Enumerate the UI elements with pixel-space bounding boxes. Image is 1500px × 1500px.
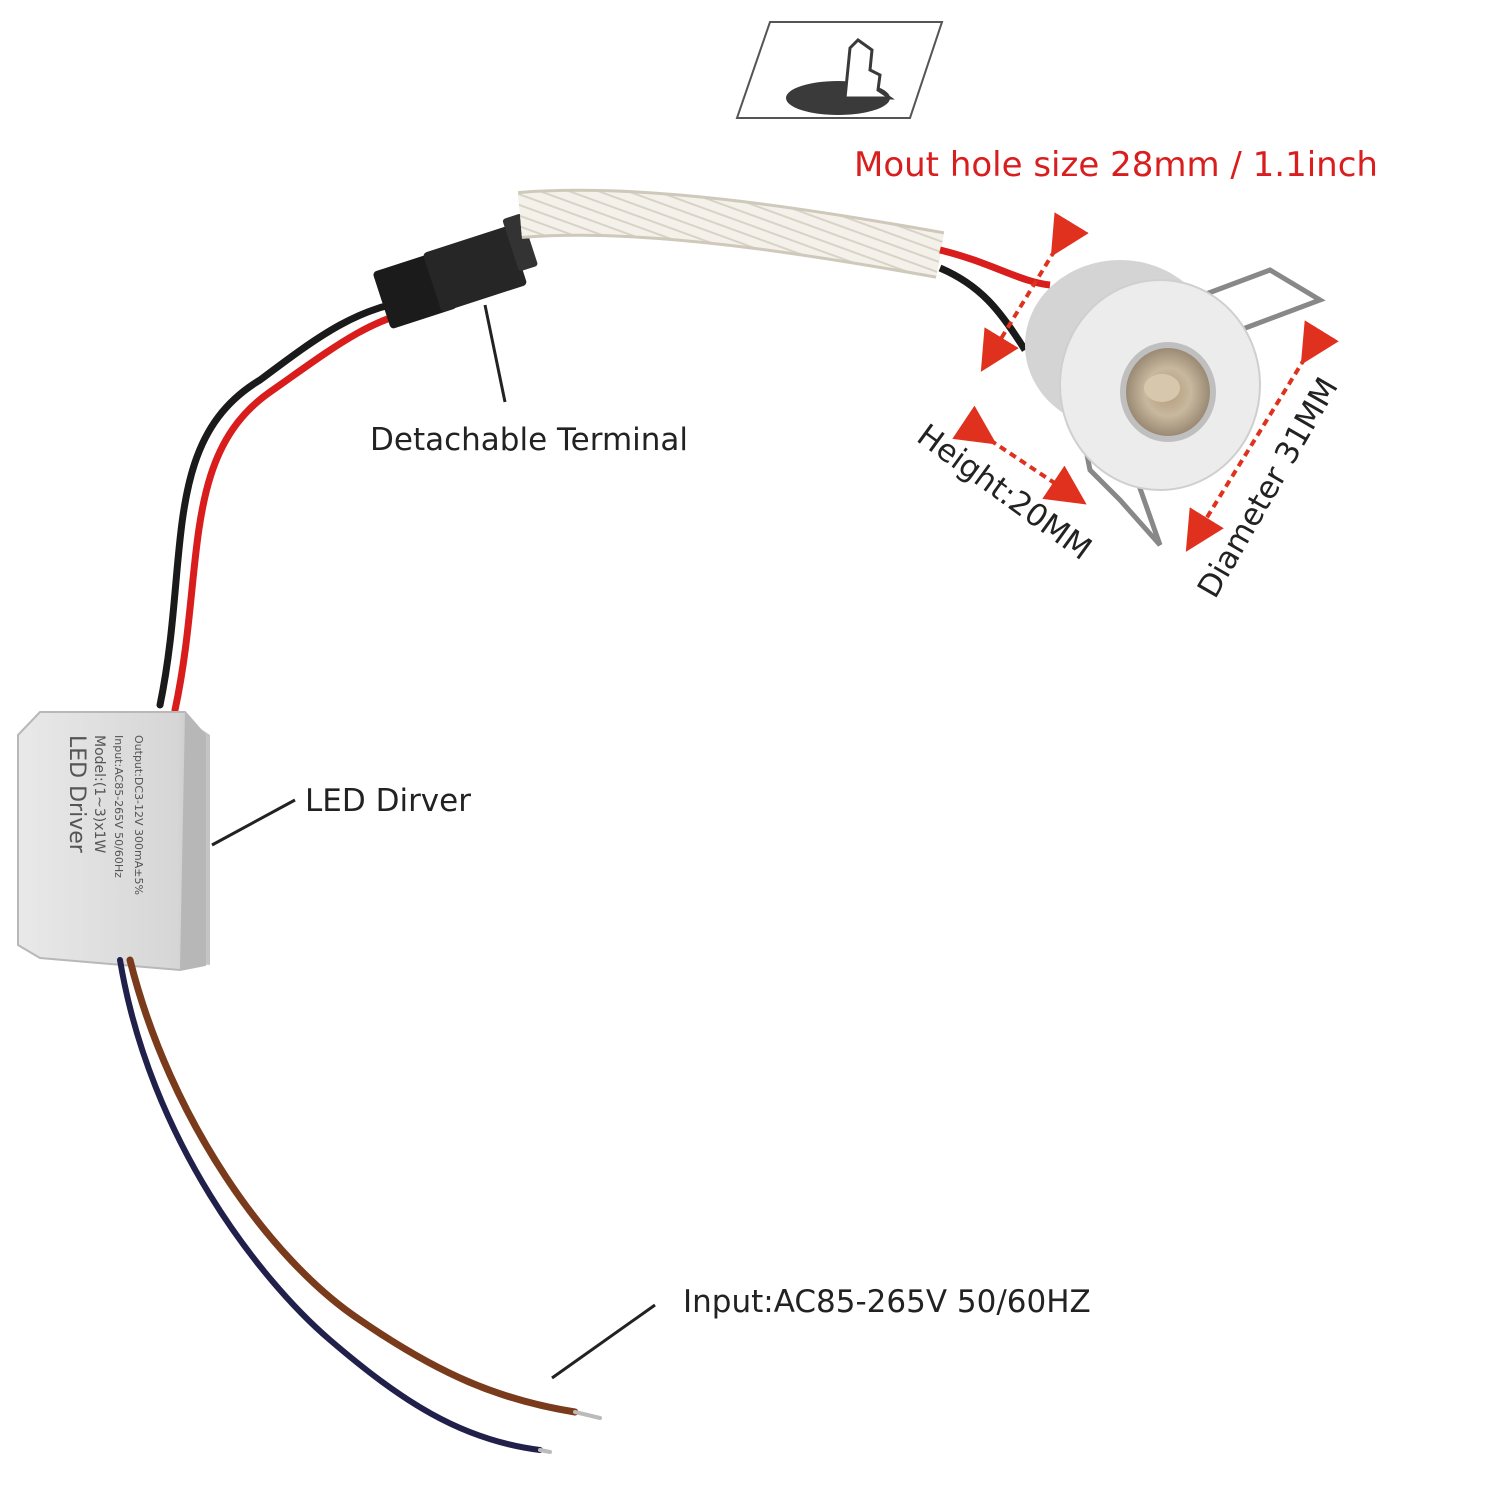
- height-label: Height:20MM: [910, 417, 1098, 567]
- hole-saw-mount-icon: [735, 21, 944, 119]
- ac-input-wires: [117, 956, 602, 1454]
- terminal-leader-line: [483, 304, 507, 403]
- detachable-terminal-connector: [373, 214, 538, 329]
- braided-cable: [518, 188, 945, 279]
- diameter-arrow: [1185, 320, 1339, 552]
- led-driver-box: LED Driver Model:(1~3)x1W Input:AC85-265…: [17, 711, 210, 972]
- detachable-terminal-label: Detachable Terminal: [370, 422, 688, 458]
- mount-hole-size-label: Mout hole size 28mm / 1.1inch: [854, 145, 1378, 185]
- input-label: Input:AC85-265V 50/60HZ: [683, 1284, 1091, 1320]
- input-leader-line: [551, 1303, 656, 1380]
- driver-print-input: Input:AC85-265V 50/60Hz: [112, 735, 125, 878]
- driver-print-title: LED Driver: [64, 735, 89, 854]
- dimension-arrows: [952, 212, 1339, 552]
- driver-print-output: Output:DC3-12V 300mA±5%: [132, 735, 145, 895]
- led-driver-label: LED Dirver: [305, 783, 471, 819]
- driver-leader-line: [211, 798, 296, 847]
- height-arrow: [952, 405, 1087, 505]
- dc-wires: [156, 296, 424, 714]
- mount-depth-arrow: [980, 212, 1089, 372]
- driver-print-model: Model:(1~3)x1W: [91, 735, 107, 853]
